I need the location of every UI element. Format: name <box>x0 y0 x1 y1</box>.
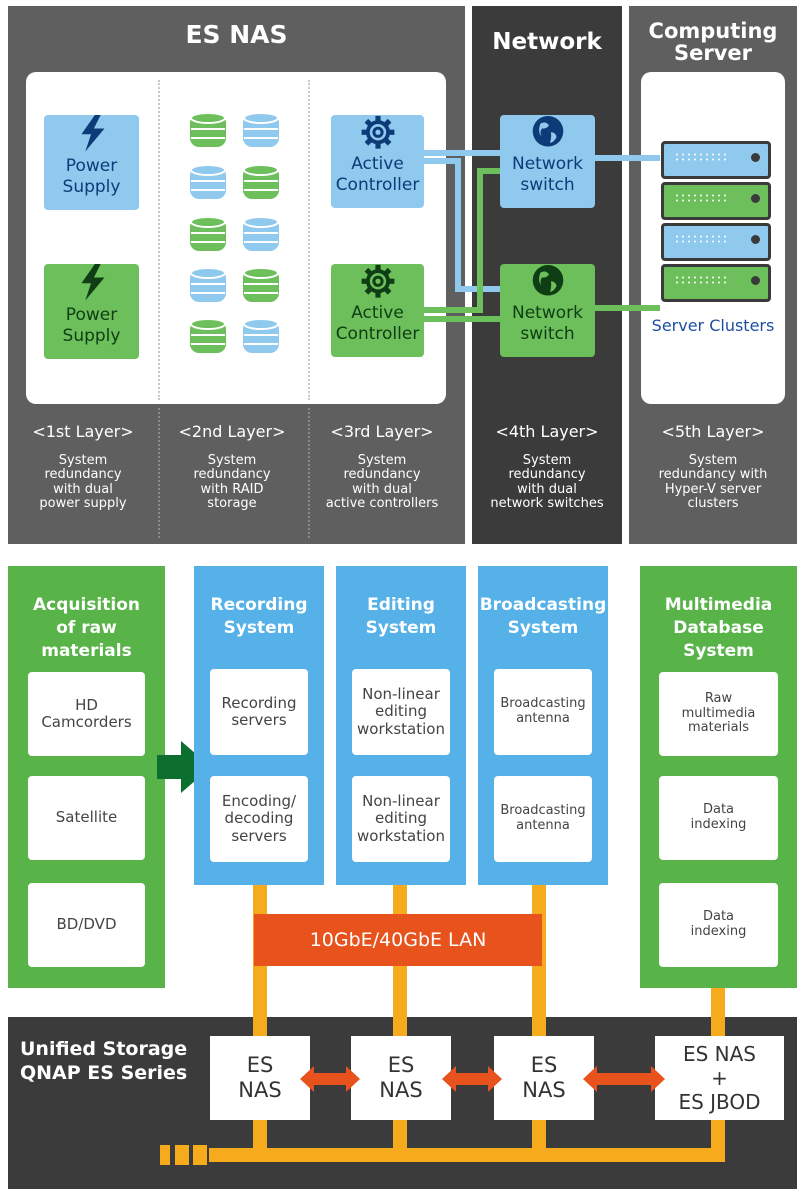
editing-card: Non-linear editing workstation <box>352 776 450 862</box>
layer-label: <4th Layer> <box>495 422 599 441</box>
network-switch-label: Network switch <box>512 153 583 195</box>
server-unit <box>661 264 771 302</box>
multimedia-title: Multimedia Database System <box>664 595 773 661</box>
computing-server-title: Computing Server <box>648 19 778 66</box>
server-unit <box>661 223 771 261</box>
disk-green-icon <box>243 267 279 302</box>
layer-label: <1st Layer> <box>32 422 134 441</box>
unified-storage-title: Unified Storage QNAP ES Series <box>20 1038 188 1084</box>
recording-title: Recording System <box>210 595 308 638</box>
active-controller-label: Active Controller <box>335 153 420 195</box>
multimedia-card: Raw multimedia materials <box>659 672 778 756</box>
disk-blue-icon <box>243 318 279 353</box>
active-controller-label: Active Controller <box>335 302 420 344</box>
server-unit <box>661 141 771 179</box>
network-title: Network <box>492 29 602 55</box>
es-nas-box: ES NAS <box>351 1036 451 1120</box>
gear-icon <box>361 264 394 298</box>
layer-description: System redundancy with dual power supply <box>39 453 127 511</box>
bus-dash <box>175 1145 189 1165</box>
layer-description: System redundancy with dual active contr… <box>325 453 439 511</box>
layer-divider <box>308 408 310 538</box>
es-nas-jbod-box: ES NAS + ES JBOD <box>655 1036 784 1120</box>
recording-card: Recording servers <box>210 669 308 755</box>
active-controller-green: Active Controller <box>331 264 424 357</box>
lightning-icon <box>80 264 104 301</box>
lightning-icon <box>80 115 104 152</box>
power-supply-blue: Power Supply <box>44 115 139 210</box>
broadcasting-card: Broadcasting antenna <box>494 776 592 862</box>
connector-bar <box>711 988 725 1040</box>
bus-dash <box>160 1145 170 1165</box>
power-supply-label: Power Supply <box>62 155 121 197</box>
layer-label: <5th Layer> <box>661 422 765 441</box>
es-nas-box: ES NAS <box>494 1036 594 1120</box>
disk-blue-icon <box>243 216 279 251</box>
double-arrow-icon <box>442 1066 502 1092</box>
arrow-right-icon <box>157 741 211 793</box>
bus-dash <box>193 1145 207 1165</box>
acquisition-card: HD Camcorders <box>28 672 145 756</box>
power-supply-label: Power Supply <box>62 304 121 346</box>
acquisition-card: Satellite <box>28 776 145 860</box>
layer-label: <3rd Layer> <box>330 422 434 441</box>
disk-blue-icon <box>190 267 226 302</box>
broadcasting-title: Broadcasting System <box>479 595 607 638</box>
multimedia-card: Data indexing <box>659 883 778 967</box>
server-unit <box>661 182 771 220</box>
disk-green-icon <box>243 164 279 199</box>
layer-label: <2nd Layer> <box>178 422 286 441</box>
globe-icon <box>532 115 563 147</box>
acquisition-title: Acquisition of raw materials <box>32 595 140 661</box>
double-arrow-icon <box>583 1066 665 1092</box>
layer-divider <box>158 408 160 538</box>
power-supply-green: Power Supply <box>44 264 139 359</box>
layer-description: System redundancy with RAID storage <box>193 453 271 511</box>
gear-icon <box>361 115 394 149</box>
disk-green-icon <box>190 112 226 147</box>
editing-card: Non-linear editing workstation <box>352 669 450 755</box>
bus-bar <box>209 1148 725 1162</box>
acquisition-card: BD/DVD <box>28 883 145 967</box>
es-nas-title: ES NAS <box>185 20 288 49</box>
lan-bar: 10GbE/40GbE LAN <box>254 914 542 966</box>
layer-description: System redundancy with dual network swit… <box>490 453 604 511</box>
disk-green-icon <box>190 318 226 353</box>
green-links <box>422 168 660 322</box>
layer-divider <box>308 80 310 400</box>
layer-description: System redundancy with Hyper-V server cl… <box>658 453 768 511</box>
broadcasting-card: Broadcasting antenna <box>494 669 592 755</box>
connection-lines <box>422 150 660 322</box>
globe-icon <box>532 264 563 296</box>
editing-title: Editing System <box>365 595 437 638</box>
es-nas-box: ES NAS <box>210 1036 310 1120</box>
recording-card: Encoding/ decoding servers <box>210 776 308 862</box>
network-switch-green: Network switch <box>500 264 595 357</box>
multimedia-card: Data indexing <box>659 776 778 860</box>
server-clusters-label: Server Clusters <box>651 316 775 335</box>
network-switch-label: Network switch <box>512 302 583 344</box>
active-controller-blue: Active Controller <box>331 115 424 208</box>
disk-blue-icon <box>190 164 226 199</box>
double-arrow-icon <box>300 1066 360 1092</box>
disk-blue-icon <box>243 112 279 147</box>
layer-divider <box>158 80 160 400</box>
network-switch-blue: Network switch <box>500 115 595 208</box>
disk-green-icon <box>190 216 226 251</box>
